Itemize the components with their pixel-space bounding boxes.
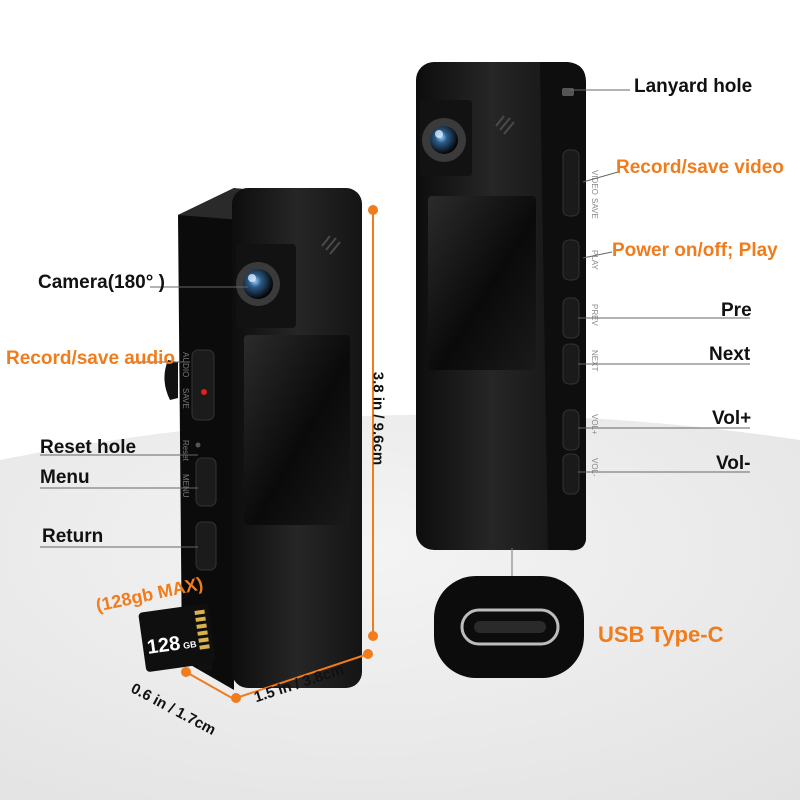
return-label: Return: [42, 526, 104, 547]
save-video-button[interactable]: [562, 149, 580, 217]
vol-up-label: Vol+: [712, 408, 752, 429]
left-screen: [244, 335, 350, 525]
menu-label: Menu: [40, 467, 90, 488]
record-indicator: [201, 389, 207, 395]
speaker-grille: [321, 235, 341, 255]
next-label: Next: [709, 344, 751, 365]
camera-label: Camera(180° ): [38, 272, 165, 293]
sd-unit: GB: [182, 639, 197, 651]
sd-capacity: 128: [146, 632, 182, 658]
vol-down-text: VOL-: [590, 458, 599, 477]
lanyard-hole: [562, 88, 574, 96]
right-screen: [428, 196, 536, 370]
reset-text: Reset: [181, 440, 190, 462]
vol-up-text: VOL+: [590, 414, 599, 435]
speaker-grille: [495, 115, 515, 135]
next-button[interactable]: [562, 343, 580, 385]
vol-down-label: Vol-: [716, 453, 751, 474]
height-dimension: 3.8 in / 9.6cm: [369, 371, 387, 466]
save-text-right: SAVE: [590, 198, 599, 219]
play-text: PLAY: [590, 250, 599, 271]
play-button[interactable]: [562, 239, 580, 281]
return-button[interactable]: [195, 521, 217, 571]
power-label: Power on/off; Play: [612, 240, 778, 261]
leader-lines: [40, 89, 750, 548]
save-text: SAVE: [181, 388, 190, 409]
pre-label: Pre: [721, 300, 752, 321]
usb-type-c-label: USB Type-C: [598, 622, 724, 647]
menu-text: MENU: [181, 474, 190, 498]
vol-down-button[interactable]: [562, 453, 580, 495]
audio-text: AUDIO: [181, 352, 190, 377]
vol-up-button[interactable]: [562, 409, 580, 451]
video-text: VIDEO: [590, 170, 599, 195]
lanyard-hole-label: Lanyard hole: [634, 76, 753, 97]
record-audio-label: Record/save audio: [6, 348, 175, 369]
sd-card: 128 GB: [138, 603, 216, 672]
prev-button[interactable]: [562, 297, 580, 339]
reset-hole[interactable]: [195, 442, 201, 448]
usb-c-port: [434, 548, 584, 678]
record-video-label: Record/save video: [616, 157, 784, 178]
right-device: [416, 62, 586, 551]
next-text: NEXT: [590, 350, 599, 371]
prev-text: PREV: [590, 304, 599, 326]
menu-button[interactable]: [195, 457, 217, 507]
reset-hole-label: Reset hole: [40, 437, 137, 458]
dimension-lines: [181, 205, 378, 703]
audio-save-button[interactable]: [191, 349, 215, 421]
left-device: [164, 188, 362, 690]
